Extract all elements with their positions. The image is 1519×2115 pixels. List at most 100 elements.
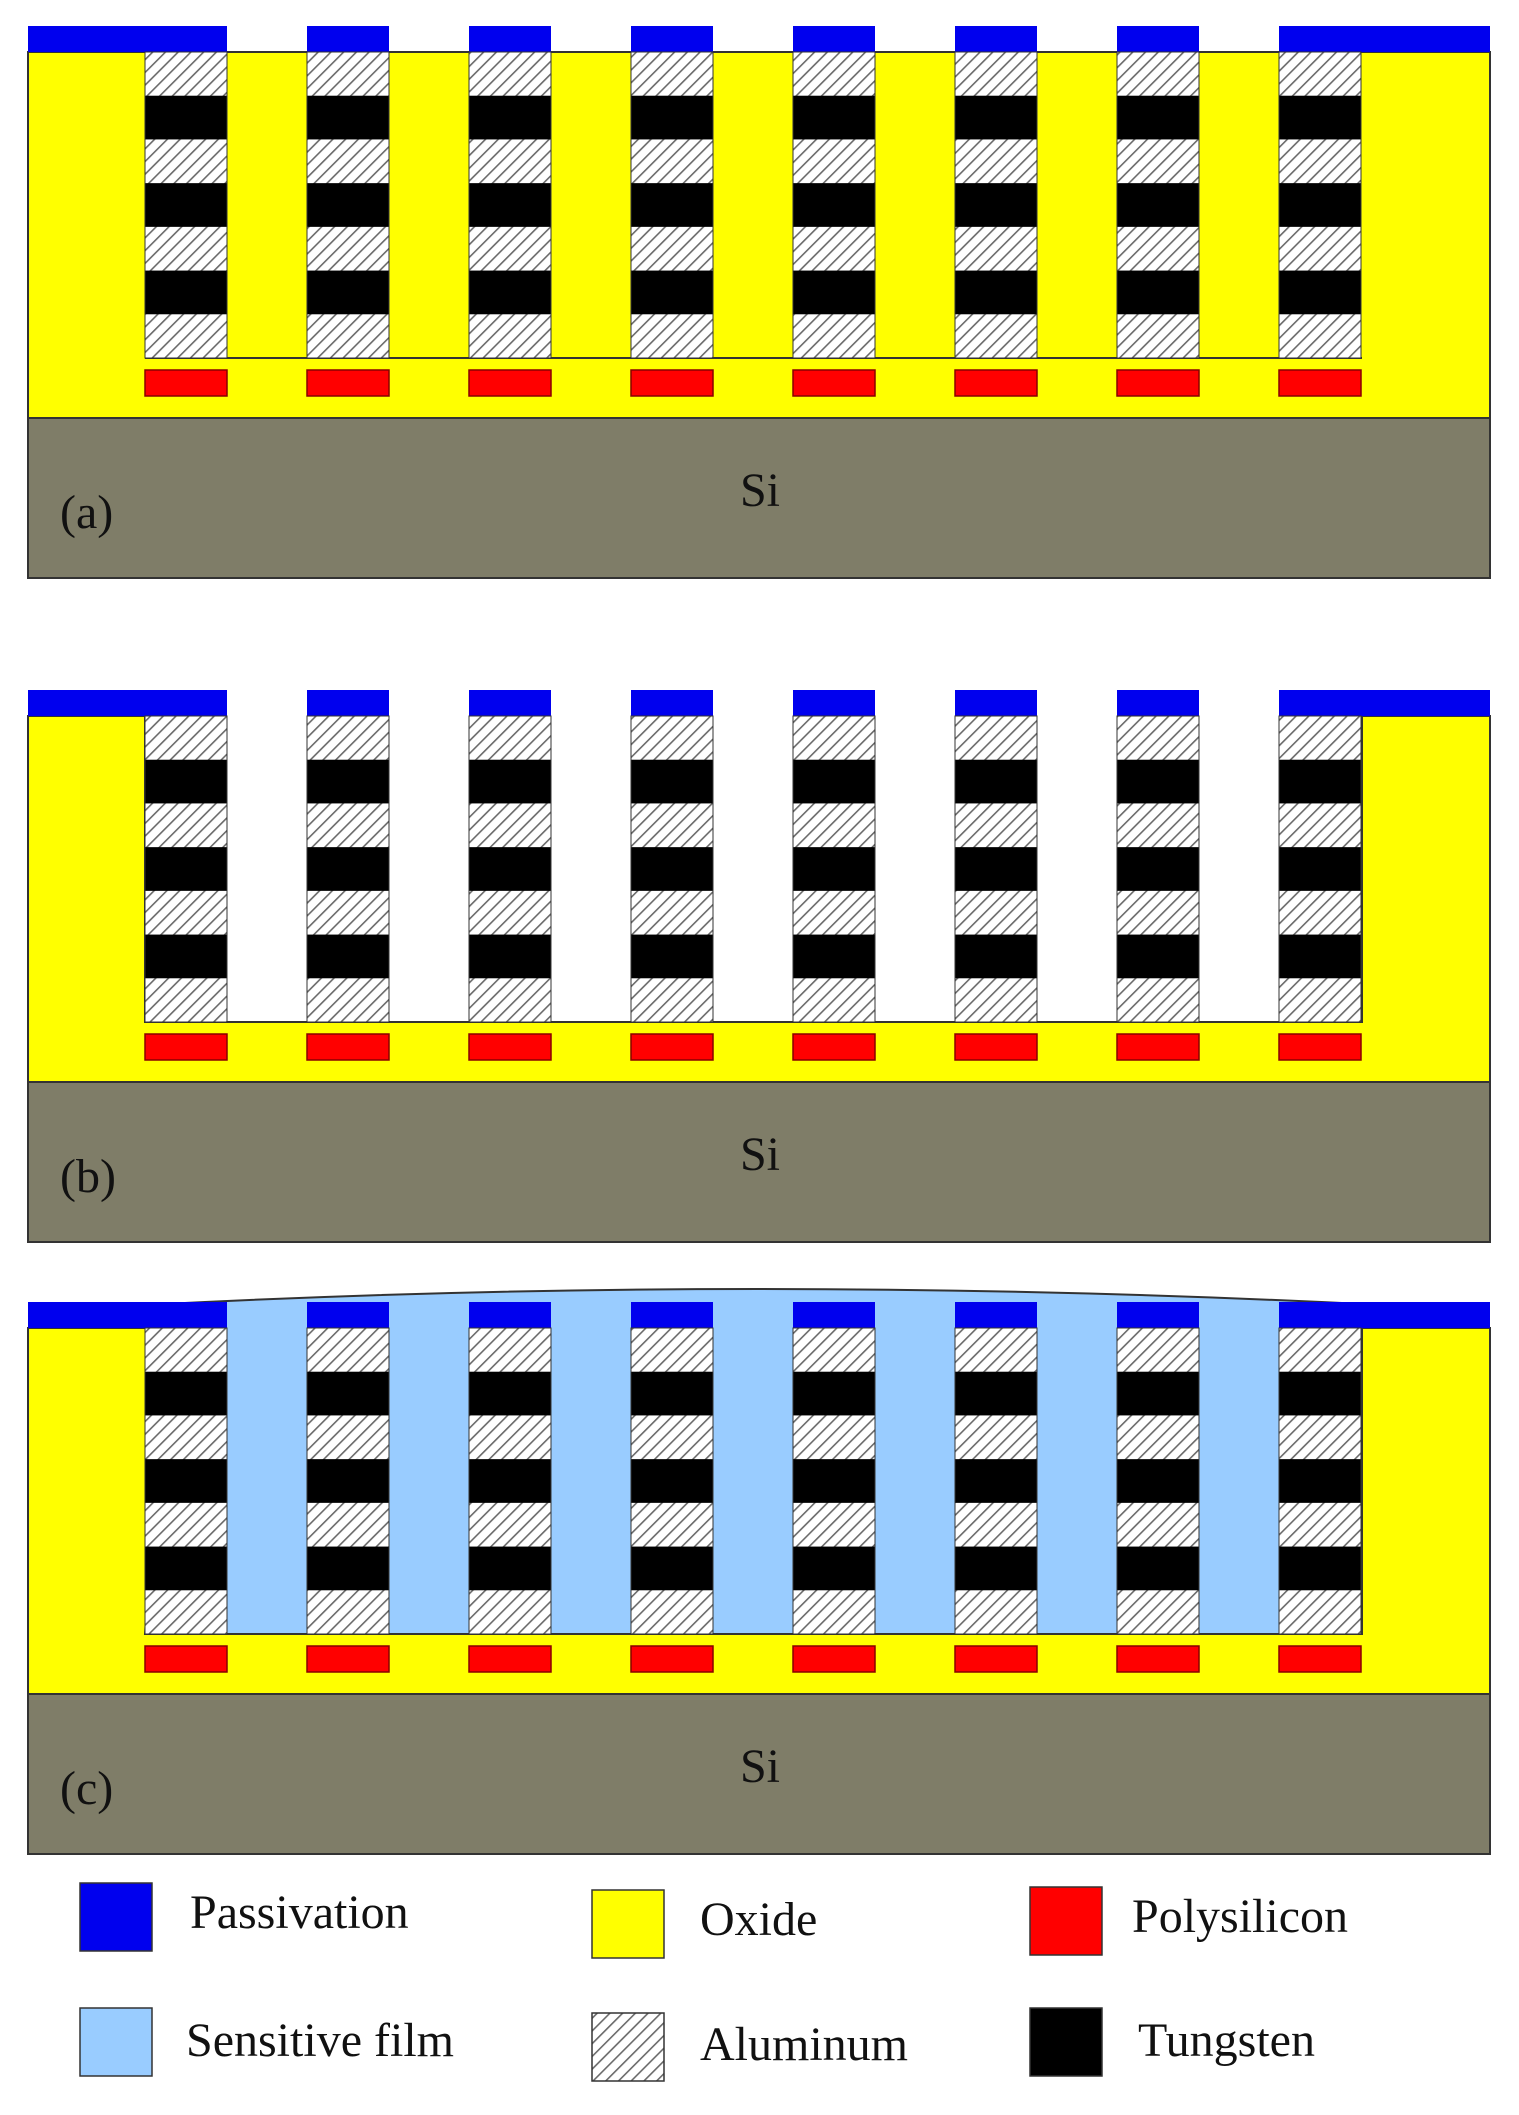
- tungsten-layer: [955, 1371, 1037, 1416]
- aluminum-layer: [631, 1590, 713, 1635]
- tungsten-layer: [1279, 183, 1361, 228]
- silicon-substrate: [27, 1693, 1491, 1855]
- aluminum-layer: [631, 139, 713, 184]
- polysilicon-bar: [1278, 369, 1362, 397]
- electrode-column: [306, 26, 390, 359]
- aluminum-layer: [469, 314, 551, 359]
- substrate-label: Si: [740, 1740, 780, 1793]
- tungsten-layer: [955, 847, 1037, 892]
- tungsten-layer: [793, 934, 875, 979]
- passivation-cap: [1117, 690, 1199, 716]
- panel-a: Si(a): [27, 26, 1491, 579]
- tungsten-layer: [1117, 1371, 1199, 1416]
- polysilicon-bar: [468, 369, 552, 397]
- aluminum-layer: [955, 803, 1037, 848]
- passivation-cap: [307, 690, 389, 716]
- passivation-cap: [469, 26, 551, 52]
- tungsten-layer: [631, 183, 713, 228]
- column-outline: [306, 715, 390, 1023]
- passivation-left: [28, 26, 227, 52]
- column-outline: [792, 1327, 876, 1635]
- aluminum-layer: [793, 716, 875, 761]
- tungsten-layer: [1279, 759, 1361, 804]
- tungsten-layer: [955, 759, 1037, 804]
- aluminum-layer: [145, 1590, 227, 1635]
- tungsten-layer: [145, 1546, 227, 1591]
- electrode-column: [954, 690, 1038, 1023]
- aluminum-layer: [1279, 314, 1361, 359]
- panel-b: Si(b): [27, 690, 1491, 1243]
- aluminum-layer: [469, 1502, 551, 1548]
- polysilicon-bar: [630, 1033, 714, 1061]
- electrode-column: [468, 1302, 552, 1635]
- passivation-cap: [307, 26, 389, 52]
- electrode-column: [306, 1302, 390, 1635]
- electrode-column: [468, 26, 552, 359]
- aluminum-layer: [307, 139, 389, 184]
- tungsten-layer: [307, 1459, 389, 1504]
- tungsten-layer: [955, 934, 1037, 979]
- tungsten-layer: [1279, 1546, 1361, 1591]
- tungsten-layer: [793, 1546, 875, 1591]
- polysilicon-bar: [468, 1645, 552, 1673]
- aluminum-layer: [1279, 1415, 1361, 1460]
- sensitive-film: [143, 1288, 1363, 1635]
- passivation-cap: [793, 26, 875, 52]
- aluminum-layer: [793, 890, 875, 936]
- aluminum-layer: [793, 1590, 875, 1635]
- aluminum-layer: [955, 978, 1037, 1023]
- aluminum-layer: [307, 52, 389, 97]
- legend: Passivation Oxide Polysilicon Sensitive …: [79, 1882, 1348, 2082]
- legend-swatch-passivation: [79, 1882, 153, 1952]
- legend-swatch-tungsten: [1029, 2007, 1103, 2077]
- tungsten-layer: [145, 759, 227, 804]
- tungsten-layer: [955, 183, 1037, 228]
- passivation-cap: [469, 690, 551, 716]
- tungsten-layer: [307, 934, 389, 979]
- aluminum-layer: [1117, 314, 1199, 359]
- aluminum-layer: [145, 1328, 227, 1373]
- panel-tag: (a): [60, 486, 113, 539]
- aluminum-layer: [631, 52, 713, 97]
- tungsten-layer: [1117, 934, 1199, 979]
- tungsten-layer: [1117, 183, 1199, 228]
- aluminum-layer: [1279, 978, 1361, 1023]
- aluminum-layer: [631, 890, 713, 936]
- legend-label-tungsten: Tungsten: [1138, 2014, 1315, 2067]
- polysilicon-bar: [954, 1645, 1038, 1673]
- aluminum-layer: [793, 803, 875, 848]
- electrode-column: [1116, 690, 1200, 1023]
- polysilicon-bar: [1116, 369, 1200, 397]
- legend-swatch-sensitive-film: [79, 2007, 153, 2077]
- aluminum-layer: [307, 314, 389, 359]
- aluminum-layer: [955, 314, 1037, 359]
- aluminum-layer: [307, 226, 389, 272]
- legend-label-aluminum: Aluminum: [700, 2018, 908, 2071]
- passivation-cap: [793, 690, 875, 716]
- tungsten-layer: [1117, 847, 1199, 892]
- aluminum-layer: [1117, 978, 1199, 1023]
- electrode-column: [1278, 1327, 1362, 1635]
- tungsten-layer: [1117, 1459, 1199, 1504]
- aluminum-layer: [145, 139, 227, 184]
- passivation-cap: [793, 1302, 875, 1328]
- aluminum-layer: [955, 226, 1037, 272]
- legend-swatch-aluminum: [591, 2012, 665, 2082]
- tungsten-layer: [793, 1459, 875, 1504]
- tungsten-layer: [631, 270, 713, 315]
- legend-swatch-oxide: [591, 1889, 665, 1959]
- tungsten-layer: [631, 934, 713, 979]
- aluminum-layer: [1279, 1590, 1361, 1635]
- aluminum-layer: [631, 1328, 713, 1373]
- aluminum-layer: [1117, 139, 1199, 184]
- electrode-column: [1278, 51, 1362, 359]
- aluminum-layer: [793, 1502, 875, 1548]
- aluminum-layer: [145, 1502, 227, 1548]
- aluminum-layer: [1279, 226, 1361, 272]
- tungsten-layer: [145, 1371, 227, 1416]
- aluminum-layer: [955, 1415, 1037, 1460]
- polysilicon-bar: [630, 1645, 714, 1673]
- polysilicon-bar: [1116, 1033, 1200, 1061]
- polysilicon-bar: [954, 369, 1038, 397]
- aluminum-layer: [631, 314, 713, 359]
